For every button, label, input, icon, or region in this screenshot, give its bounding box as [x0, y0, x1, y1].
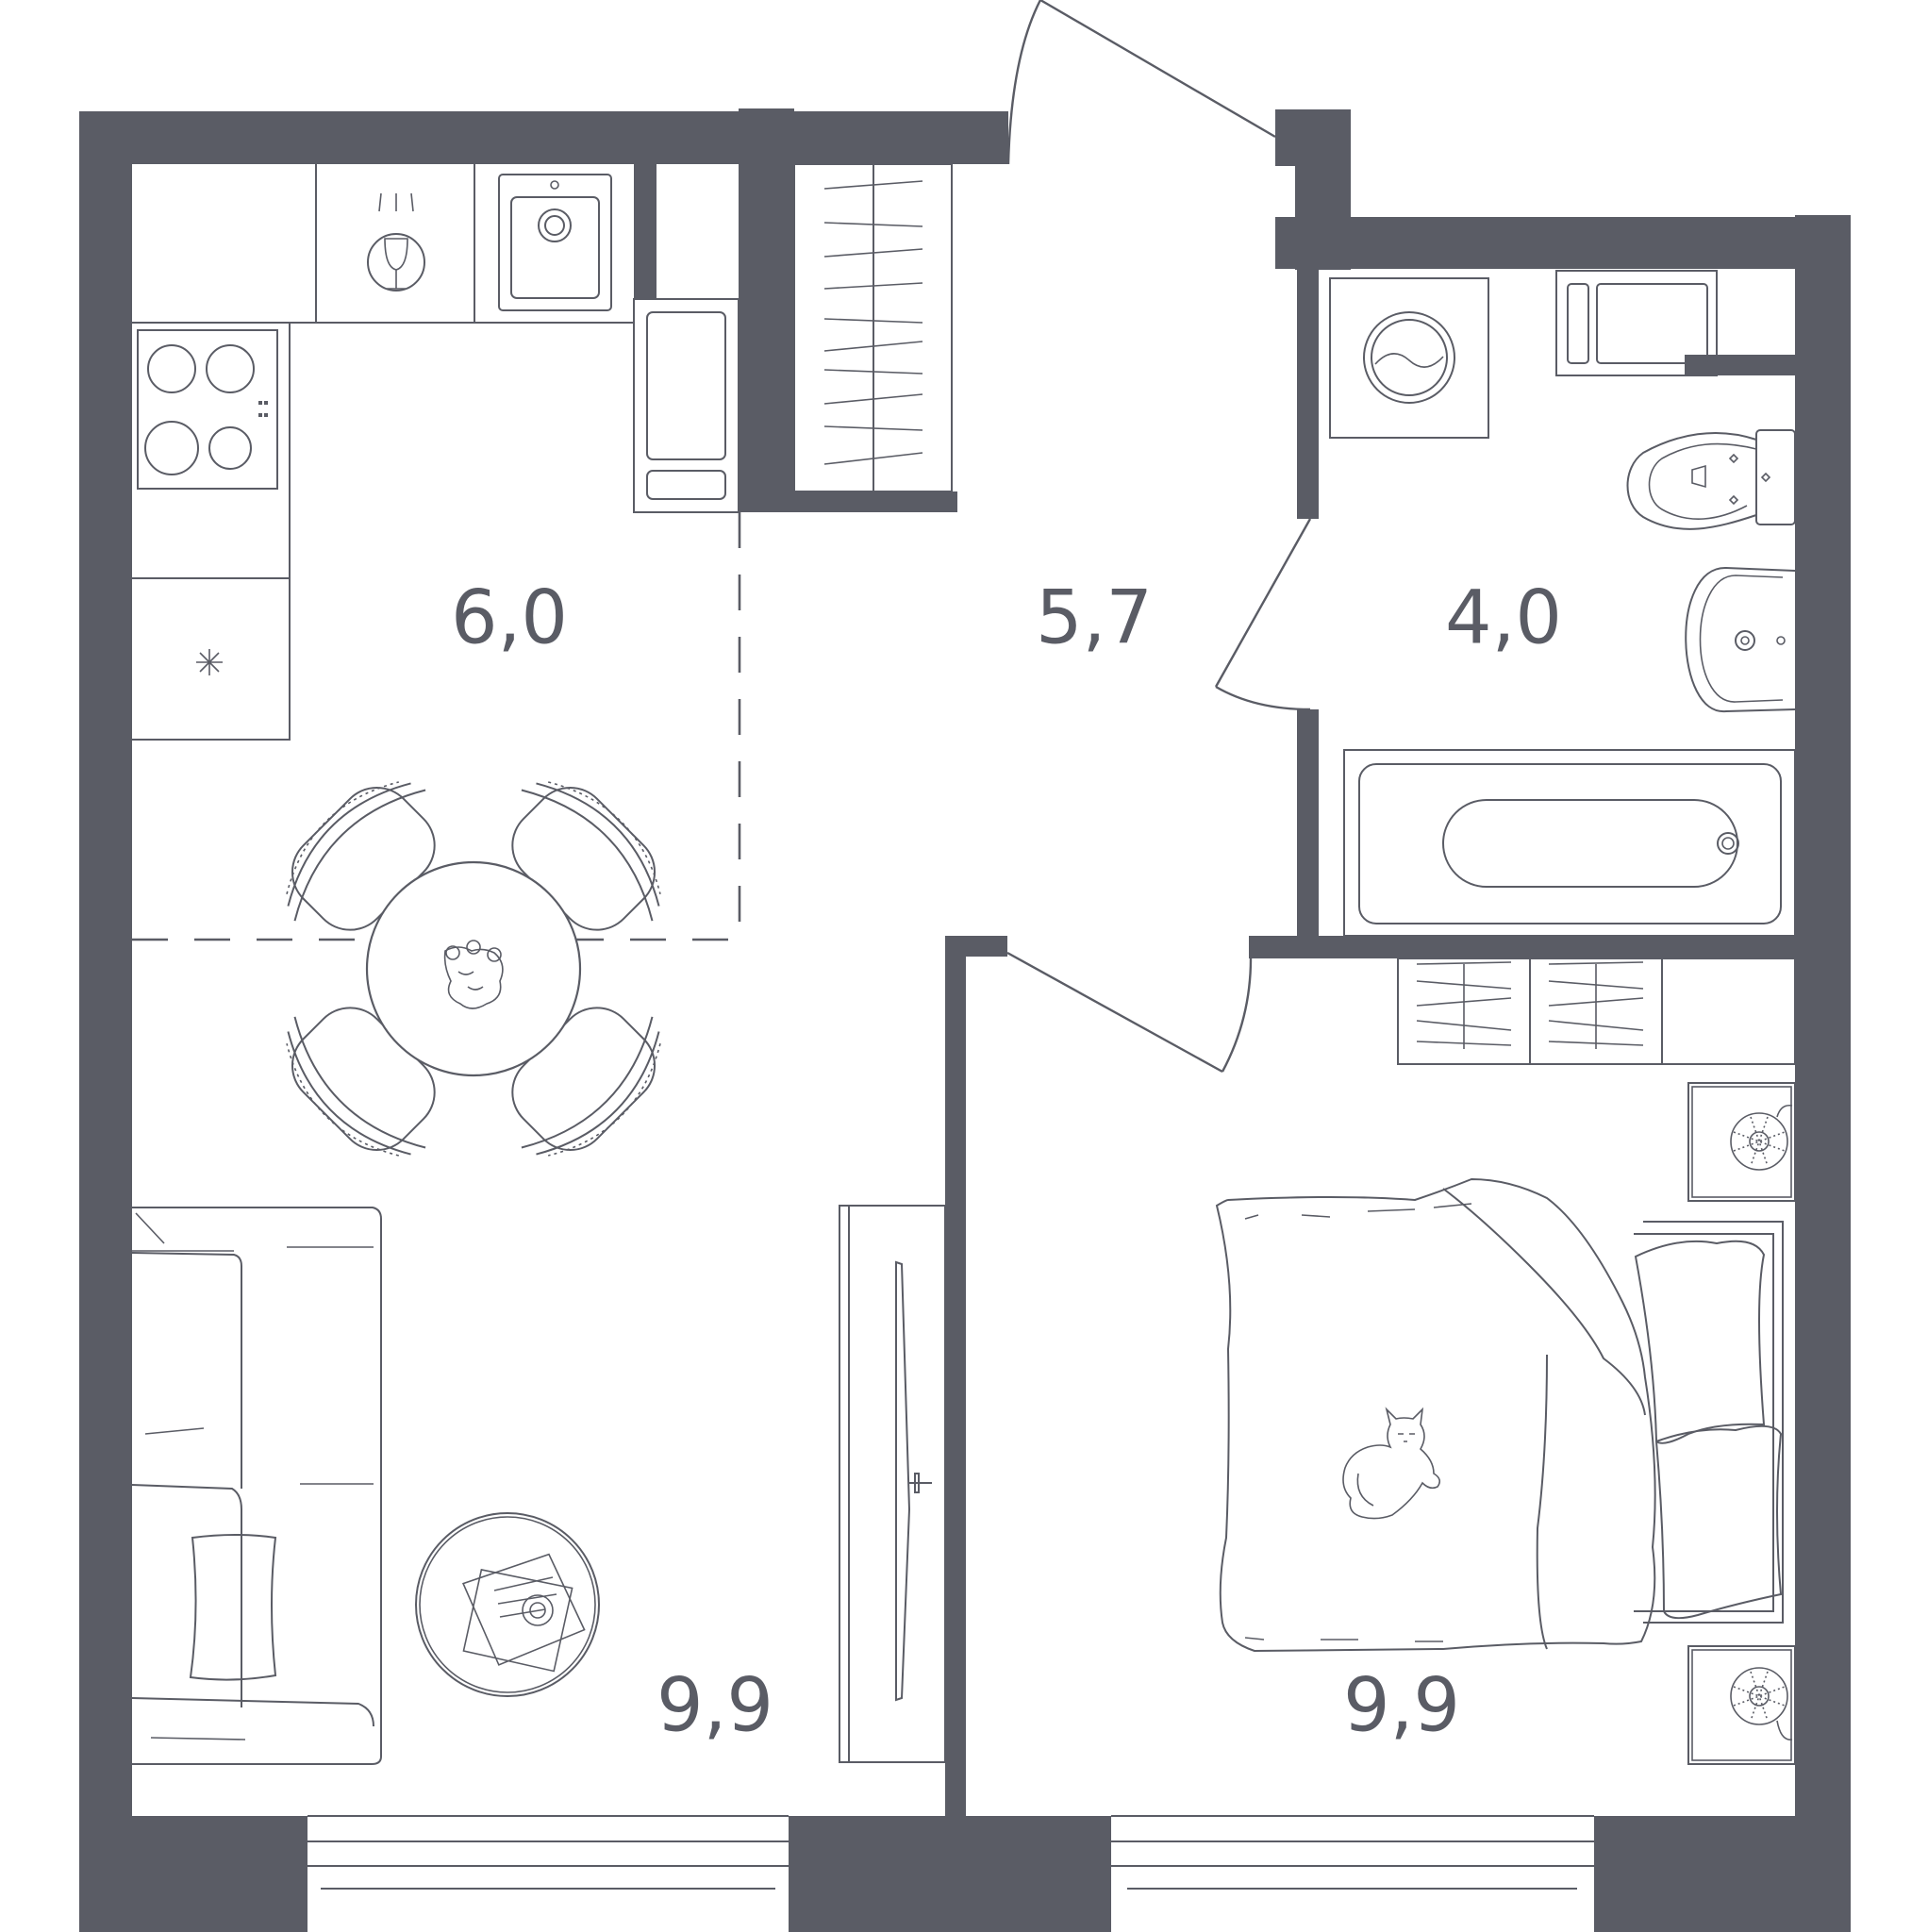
fridge-icon [633, 298, 740, 513]
wall-top-left [79, 111, 1008, 164]
sofa [131, 1207, 382, 1765]
bathroom-door [1214, 518, 1312, 711]
wall-kitchen-stub [634, 162, 657, 299]
wall-entry-post-stem [1295, 109, 1351, 270]
wall-wardrobe-bottom [739, 491, 957, 512]
wall-center-bottom [789, 1816, 1111, 1932]
wall-top-right [1275, 217, 1851, 269]
wall-bath-bottom [1249, 936, 1795, 958]
kitchen-furniture [132, 164, 740, 741]
window-bedroom [1111, 1815, 1594, 1890]
wall-bath-niche [1685, 355, 1795, 375]
area-labels: 6,0 5,7 4,0 9,9 9,9 [451, 575, 1562, 1748]
flower-vase-icon [443, 940, 504, 1009]
doors [1006, 0, 1312, 1074]
wall-right [1795, 217, 1851, 1932]
dining-set [286, 781, 661, 1157]
bedroom-furniture [1215, 958, 1796, 1765]
washbasin-icon [1685, 566, 1796, 713]
room-area-hallway: 5,7 [1036, 575, 1153, 660]
cat-icon [1342, 1407, 1441, 1520]
wall-bath-left-lower [1297, 709, 1319, 936]
sink-icon [498, 174, 612, 311]
wall-top-right-corner [1795, 215, 1851, 269]
room-area-living: 9,9 [657, 1663, 773, 1748]
entrance-door [1006, 0, 1276, 165]
bathroom-furniture [1329, 270, 1796, 937]
room-area-bathroom: 4,0 [1445, 575, 1562, 660]
living-furniture [131, 1205, 946, 1765]
washing-machine-icon [1329, 277, 1489, 439]
window-living [307, 1815, 789, 1890]
wall-left-window-jamb [79, 1816, 307, 1932]
walls [79, 108, 1851, 1932]
room-area-kitchen: 6,0 [451, 575, 568, 660]
dining-chair [511, 781, 661, 931]
wall-kitchen-pillar [739, 108, 794, 512]
wall-bedroom-top-left [945, 936, 1007, 957]
room-area-bedroom: 9,9 [1343, 1663, 1460, 1748]
double-bed [1215, 1177, 1784, 1653]
toilet-icon [1626, 429, 1796, 530]
windows [307, 1815, 1594, 1890]
bathtub-icon [1343, 749, 1796, 937]
kitchen-counter [132, 322, 291, 741]
coffee-table [415, 1512, 600, 1697]
dining-table [365, 860, 582, 1077]
hall-wardrobe [793, 163, 953, 492]
wall-left [79, 111, 132, 1932]
dishwasher-icon [367, 192, 425, 291]
kitchen-zone-boundary [132, 512, 741, 941]
nightstand [1687, 1082, 1796, 1202]
boiler-icon [1555, 270, 1718, 376]
cooktop-icon [137, 329, 278, 490]
freezer-icon [196, 649, 223, 675]
wall-bath-left-upper [1297, 269, 1319, 519]
bedroom-wardrobe [1397, 958, 1796, 1065]
wall-bedroom-left [945, 936, 966, 1816]
dining-chair [286, 781, 436, 931]
bedroom-door [1006, 951, 1253, 1074]
nightstand [1687, 1645, 1796, 1765]
tv-stand [839, 1205, 946, 1763]
